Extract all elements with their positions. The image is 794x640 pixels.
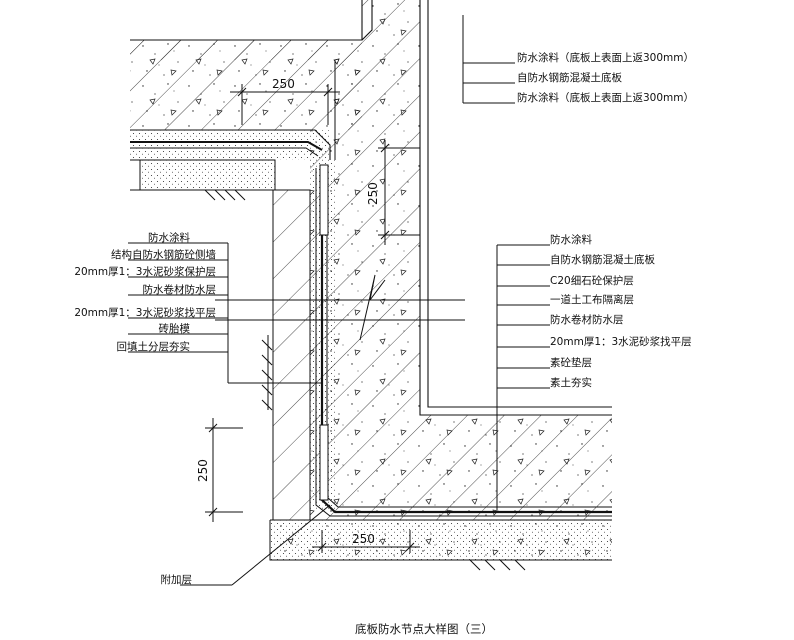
upper-slab-layers bbox=[130, 129, 331, 191]
leader-line-bottom bbox=[180, 504, 331, 586]
label-right-soil: 素土夯实 bbox=[550, 376, 592, 389]
dimension-upper-vertical bbox=[378, 140, 420, 245]
labels-right: 防水涂料 自防水钢筋混凝土底板 C20细石砼保护层 一道土工布隔离层 防水卷材防… bbox=[550, 233, 692, 389]
labels-left: 防水涂料 结构自防水钢筋砼侧墙 20mm厚1：3水泥砂浆保护层 防水卷材防水层 … bbox=[74, 231, 216, 353]
dimension-top-horizontal bbox=[230, 84, 340, 125]
dim-label-upper-vertical: 250 bbox=[366, 182, 380, 205]
upper-coating-outline bbox=[130, 0, 612, 416]
label-right-geotextile: 一道土工布隔离层 bbox=[550, 293, 634, 306]
label-top-coating-1: 防水涂料（底板上表面上返300mm） bbox=[517, 51, 694, 64]
break-line bbox=[215, 274, 465, 341]
leader-lines-top-right bbox=[462, 15, 515, 104]
label-right-leveling: 20mm厚1：3水泥砂浆找平层 bbox=[550, 335, 692, 348]
label-additional-layer: 附加层 bbox=[161, 573, 193, 586]
label-right-membrane: 防水卷材防水层 bbox=[550, 313, 624, 326]
label-left-coating: 防水涂料 bbox=[148, 231, 190, 244]
dimension-bottom-horizontal bbox=[312, 530, 420, 553]
label-top-coating-2: 防水涂料（底板上表面上返300mm） bbox=[517, 91, 694, 104]
leader-lines-right bbox=[496, 244, 550, 510]
label-right-cushion: 素砼垫层 bbox=[550, 356, 592, 369]
label-left-leveling: 20mm厚1：3水泥砂浆找平层 bbox=[74, 306, 216, 319]
label-right-slab: 自防水钢筋混凝土底板 bbox=[550, 253, 655, 266]
drawing-caption: 底板防水节点大样图（三） bbox=[355, 622, 493, 636]
labels-top-right: 防水涂料（底板上表面上返300mm） 自防水钢筋混凝土底板 防水涂料（底板上表面… bbox=[517, 51, 694, 104]
structural-concrete-wall-and-slab bbox=[130, 0, 612, 520]
label-top-slab: 自防水钢筋混凝土底板 bbox=[517, 71, 622, 84]
dimension-lower-vertical bbox=[205, 418, 243, 522]
label-left-membrane: 防水卷材防水层 bbox=[143, 283, 217, 296]
label-left-wall: 结构自防水钢筋砼侧墙 bbox=[111, 248, 216, 261]
bottom-slab-layers bbox=[269, 519, 612, 561]
leader-lines-left bbox=[128, 242, 323, 384]
brick-mould bbox=[272, 189, 311, 521]
label-right-coating: 防水涂料 bbox=[550, 233, 592, 246]
dim-label-top: 250 bbox=[272, 77, 295, 91]
label-right-c20: C20细石砼保护层 bbox=[550, 274, 634, 287]
label-left-backfill: 回填土分层夯实 bbox=[117, 340, 191, 353]
label-left-brick-mould: 砖胎模 bbox=[159, 322, 191, 335]
dim-label-bottom: 250 bbox=[352, 532, 375, 546]
label-left-protection: 20mm厚1：3水泥砂浆保护层 bbox=[74, 265, 216, 278]
soil-hatching bbox=[204, 189, 526, 571]
dim-label-lower-vertical: 250 bbox=[196, 459, 210, 482]
